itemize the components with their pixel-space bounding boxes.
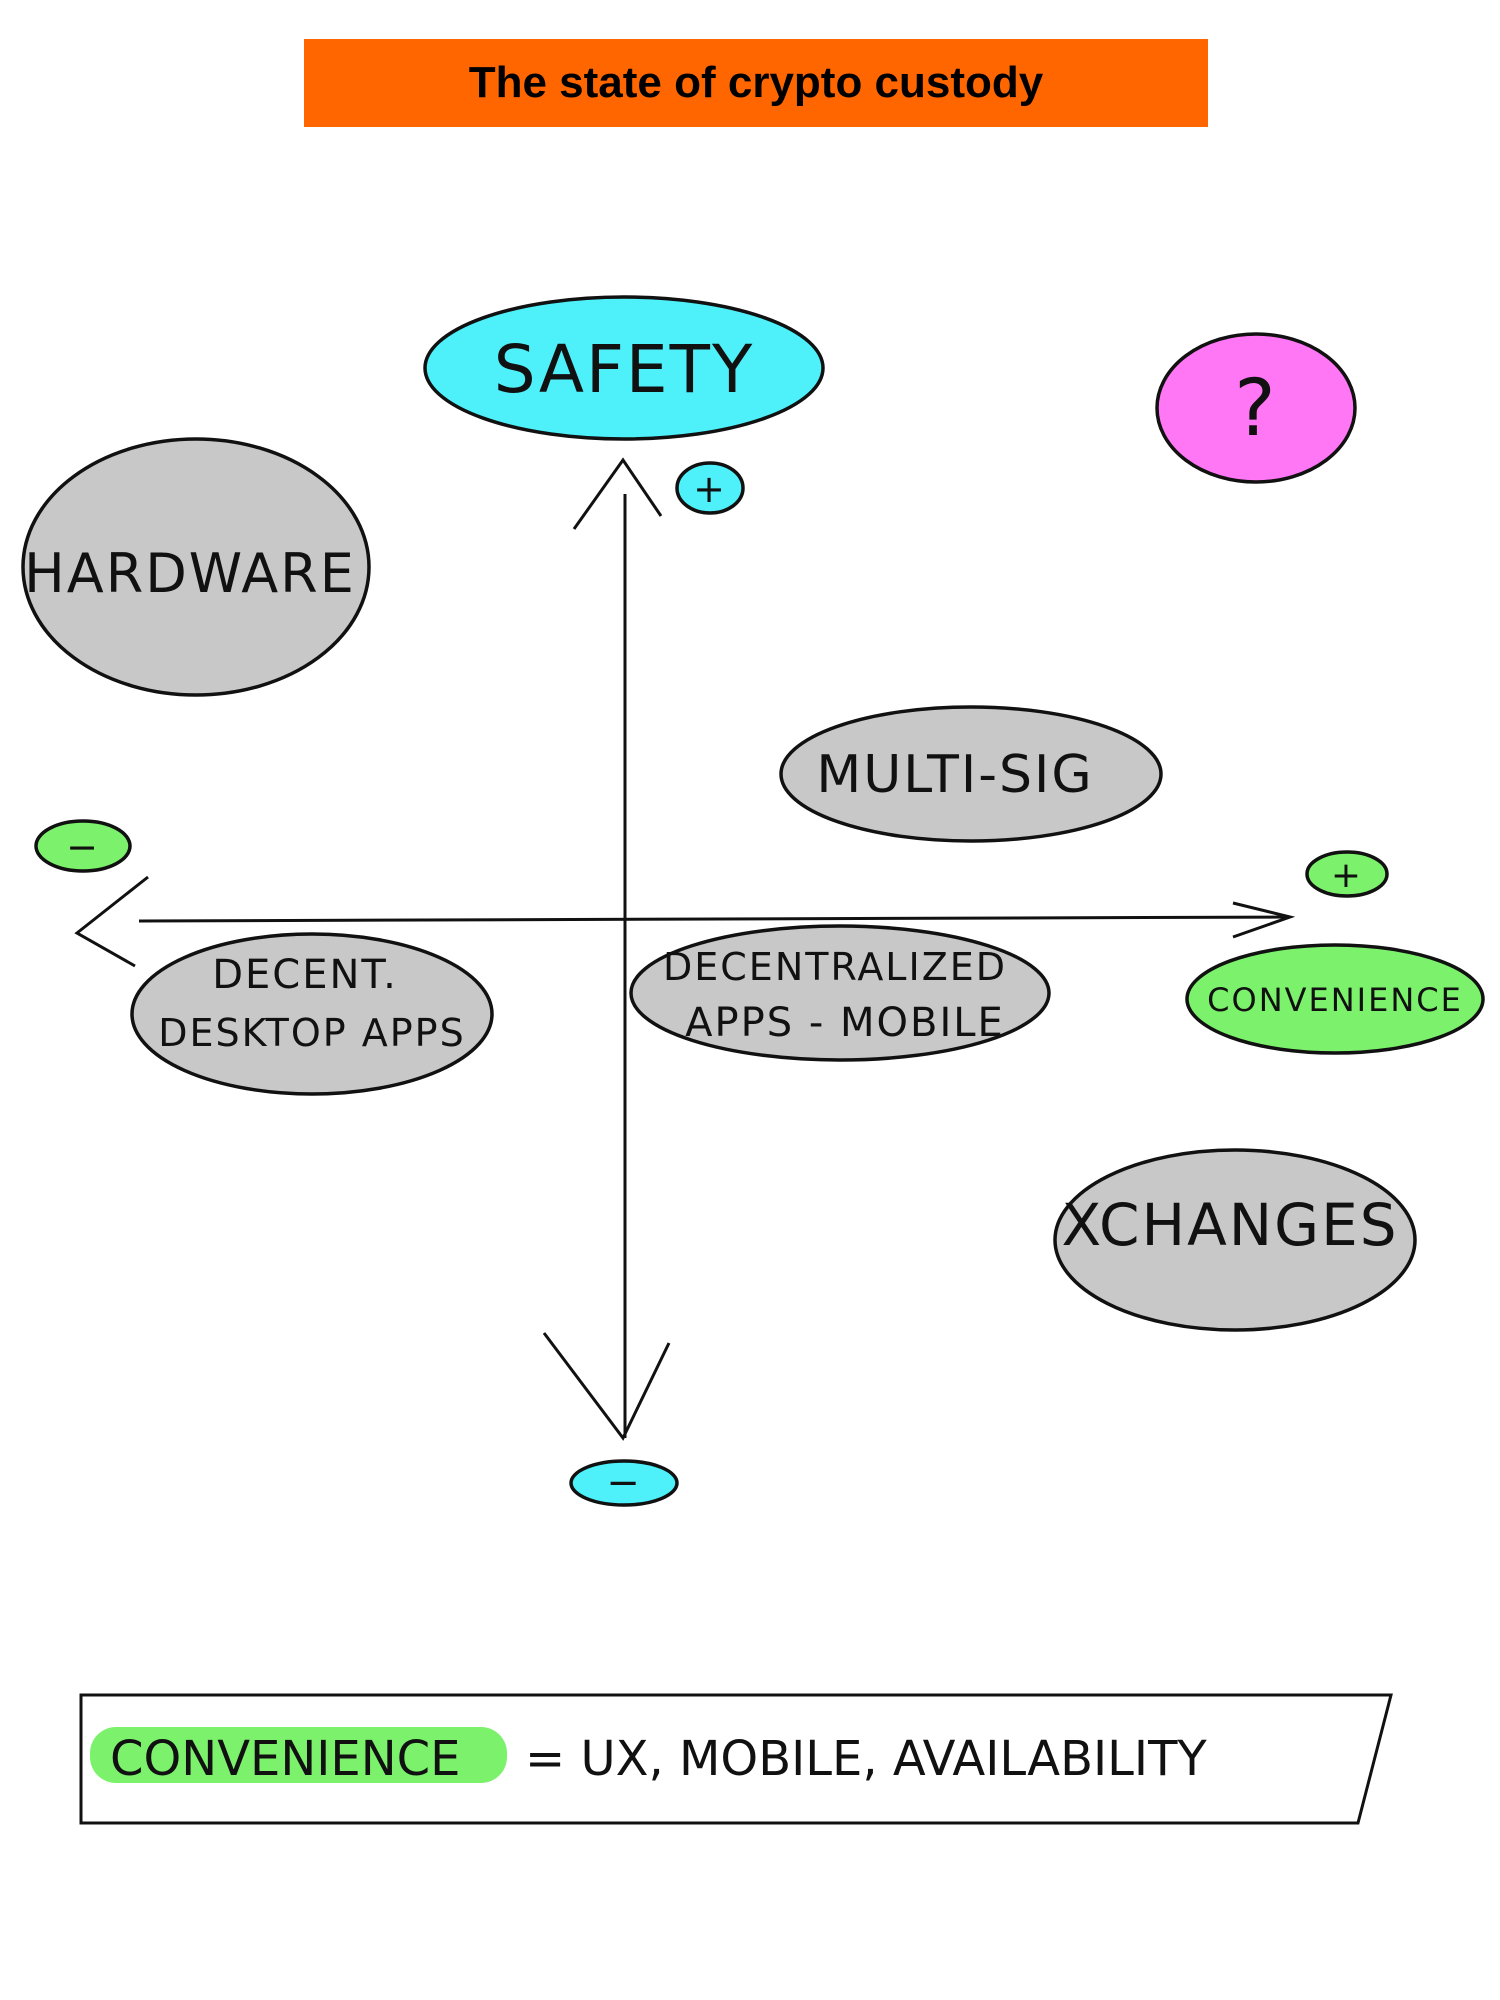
svg-text:−: −: [606, 1460, 642, 1506]
convenience-minus-badge: −: [34, 819, 132, 873]
category-hardware: HARDWARE: [21, 437, 371, 697]
left-arrow-icon: [74, 875, 149, 968]
safety-plus-badge: +: [675, 461, 745, 515]
convenience-label: CONVENIENCE: [1185, 943, 1485, 1055]
category-multisig: MULTI-SIG: [779, 705, 1163, 843]
right-arrow-icon: [1232, 901, 1296, 939]
page-title: The state of crypto custody: [468, 58, 1044, 107]
svg-text:XCHANGES: XCHANGES: [1061, 1191, 1398, 1259]
safety-minus-badge: −: [569, 1459, 679, 1507]
question-bubble: ?: [1155, 332, 1357, 484]
svg-text:−: −: [66, 825, 100, 869]
svg-text:MULTI-SIG: MULTI-SIG: [816, 745, 1093, 805]
safety-label: SAFETY: [423, 295, 825, 441]
definition-text: = UX, MOBILE, AVAILABILITY: [525, 1731, 1207, 1787]
category-exchanges: XCHANGES: [1053, 1148, 1417, 1332]
svg-text:DECENTRALIZED: DECENTRALIZED: [663, 945, 1007, 989]
vertical-axis: [542, 457, 671, 1441]
svg-text:HARDWARE: HARDWARE: [24, 542, 356, 605]
svg-text:?: ?: [1234, 364, 1277, 454]
category-mobile-apps: DECENTRALIZED APPS - MOBILE: [629, 924, 1051, 1062]
svg-text:DECENT.: DECENT.: [212, 952, 398, 998]
definition-term: CONVENIENCE: [110, 1731, 461, 1787]
category-desktop-apps: DECENT. DESKTOP APPS: [130, 932, 494, 1096]
svg-text:DESKTOP APPS: DESKTOP APPS: [158, 1011, 465, 1055]
svg-text:CONVENIENCE: CONVENIENCE: [1207, 981, 1463, 1019]
definition-box: CONVENIENCE = UX, MOBILE, AVAILABILITY: [79, 1693, 1393, 1825]
convenience-plus-badge: +: [1305, 850, 1389, 898]
svg-text:+: +: [1331, 855, 1363, 896]
down-arrow-icon: [542, 1332, 671, 1441]
svg-text:SAFETY: SAFETY: [494, 331, 755, 408]
highlight-marker: [90, 1727, 507, 1783]
title-banner: The state of crypto custody: [304, 39, 1208, 127]
horizontal-axis: [74, 875, 1296, 968]
up-arrow-icon: [572, 457, 663, 530]
svg-text:APPS - MOBILE: APPS - MOBILE: [685, 1000, 1005, 1046]
svg-text:+: +: [693, 467, 727, 511]
